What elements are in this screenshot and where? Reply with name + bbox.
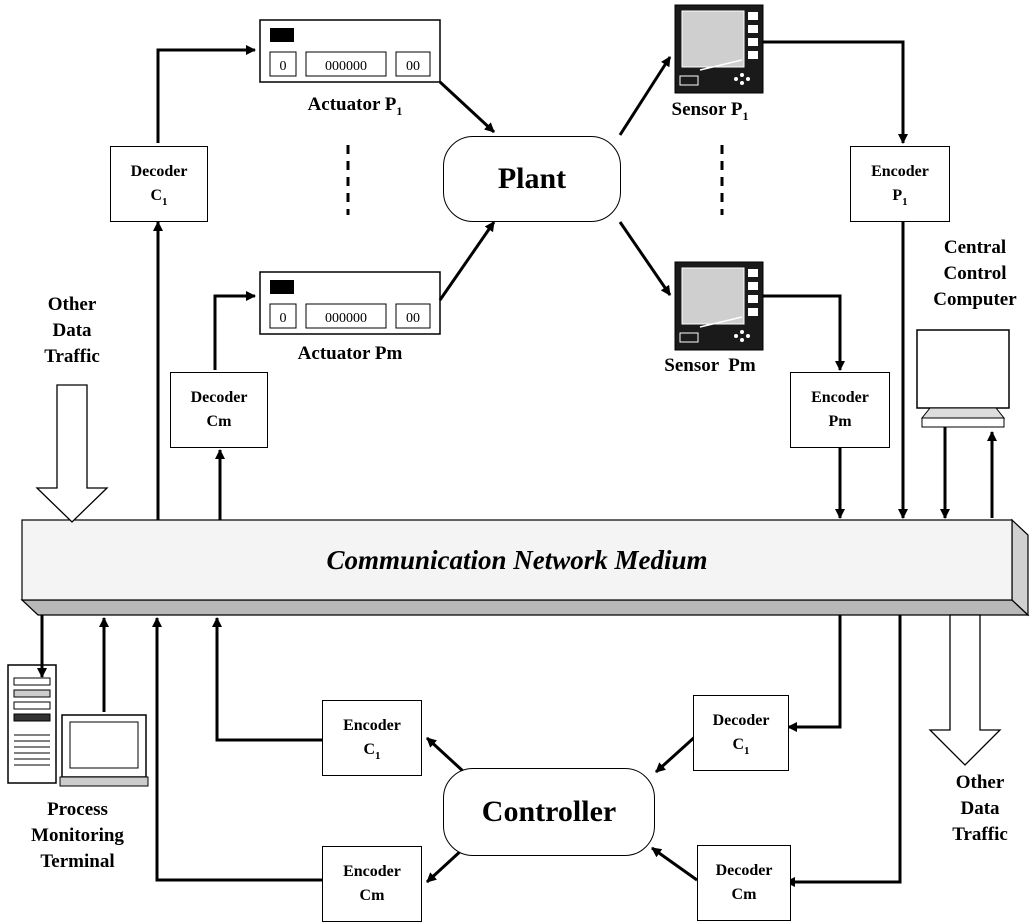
decoder-c1-ctrl-box: Decoder C1: [693, 695, 789, 771]
traffic-out-label: Other Data Traffic: [952, 772, 1008, 845]
plant-block: Plant: [443, 136, 621, 222]
plant-to-sensor-top: [618, 56, 672, 136]
traffic-in-arrow: [35, 384, 109, 523]
network-bar: [20, 518, 1030, 617]
actuator-bottom-to-plant: [438, 221, 496, 301]
central-computer-label: Central Control Computer: [933, 237, 1017, 310]
decoder-c1-to-actuator-top: [156, 45, 256, 143]
actuator-top-to-plant: [438, 80, 496, 134]
controller-label: Controller: [481, 795, 617, 828]
actuator-top-label: Actuator P1: [307, 94, 403, 118]
plant-to-sensor-bottom: [618, 221, 672, 296]
actuator-bottom-device: 0 000000 00: [259, 271, 441, 335]
sensor-bottom-to-encoder-pm: [763, 294, 845, 371]
controller-to-encoder-cm: [425, 846, 466, 884]
actuator-left-digit: 0: [280, 59, 287, 74]
encoder-c1-ctrl-box: Encoder C1: [322, 700, 422, 776]
actuator-digits: 000000: [325, 59, 367, 74]
plant-label: Plant: [497, 162, 567, 195]
encoder-c1-to-network: [212, 617, 322, 742]
decoder-cm-to-actuator-bottom: [213, 291, 256, 370]
decoder-c1-box: Decoder C1: [110, 146, 208, 222]
actuator-bottom-label: Actuator Pm: [297, 343, 403, 364]
actuator-digits: 000000: [325, 311, 367, 326]
encoder-cm-ctrl-box: Encoder Cm: [322, 846, 422, 922]
encoder-p1-box: Encoder P1: [850, 146, 950, 222]
actuator-left-digit: 0: [280, 311, 287, 326]
decoder-ctrl-c1-to-controller: [654, 733, 699, 774]
traffic-out-arrow: [928, 614, 1002, 766]
decoder-cm-ctrl-box: Decoder Cm: [697, 845, 791, 921]
encoder-cm-to-network: [152, 617, 322, 882]
actuator-right-digits: 00: [406, 59, 420, 74]
decoder-cm-box: Decoder Cm: [170, 372, 268, 448]
decoder-ctrl-cm-to-controller: [651, 846, 698, 882]
sensor-top-label: Sensor P1: [671, 99, 749, 123]
encoder-pm-box: Encoder Pm: [790, 372, 890, 448]
sensor-top-device: [674, 4, 764, 94]
actuator-top-device: 0 000000 00: [259, 19, 441, 83]
sensor-bottom-device: [674, 261, 764, 351]
monitoring-terminal-label: Process Monitoring Terminal: [31, 799, 124, 872]
network-label: Communication Network Medium: [326, 544, 708, 575]
network-to-decoder-ctrl-c1: [787, 615, 842, 732]
computer-icon: [916, 329, 1010, 428]
actuator-right-digits: 00: [406, 311, 420, 326]
controller-to-encoder-c1: [425, 736, 466, 774]
controller-block: Controller: [443, 768, 655, 856]
sensor-bottom-label: Sensor Pm: [664, 355, 756, 376]
workstation-icon: [7, 664, 149, 787]
traffic-in-label: Other Data Traffic: [44, 294, 100, 367]
network-to-decoder-ctrl-cm: [785, 615, 902, 887]
sensor-top-to-encoder-p1: [763, 40, 908, 144]
